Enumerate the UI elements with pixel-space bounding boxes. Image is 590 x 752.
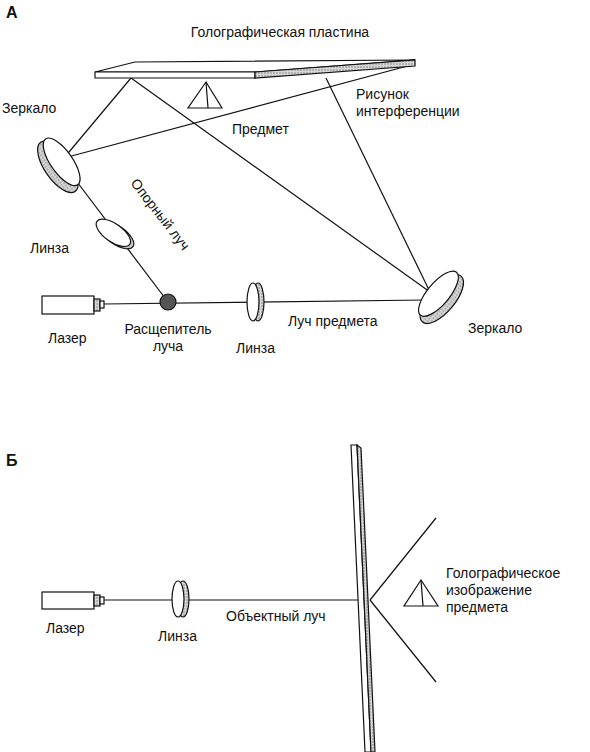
holographic-image-pyramid [404,580,438,606]
laser-aperture [100,301,104,308]
mirror-face [412,265,465,322]
mirror-face [37,133,87,191]
mirror-label: Зеркало [2,100,56,117]
laser-label: Лазер [48,330,87,347]
pyramid-edge [421,580,423,606]
laser-aperture [100,597,104,604]
splitter-label: Расщепитель луча [113,321,223,355]
image-label: Голографическое изображение предмета [446,565,582,616]
beam-label: Объектный луч [226,608,326,625]
lens-face [92,214,135,252]
panel-letter: А [6,4,18,21]
pyramid-edge [206,82,208,108]
object-pyramid [188,82,222,108]
lens-label: Линза [30,240,69,257]
beam-label: Опорный луч [124,171,196,257]
lens-face [247,283,259,321]
laser-nozzle [94,595,100,606]
beam-splitter [160,294,176,310]
laser-body [42,296,94,314]
object-label: Предмет [232,121,289,138]
mirror-label: Зеркало [468,320,522,337]
laser-label: Лазер [46,620,85,637]
reference-ray [64,78,131,158]
lens-label: Линза [158,628,197,645]
plate-edge [95,72,255,78]
laser-body [42,592,94,609]
diverging-ray [370,600,436,682]
lens-face [172,581,184,617]
interference-label: Рисунок интерференции [356,86,486,120]
lens-label: Линза [236,340,275,357]
beam-label: Луч предмета [288,313,378,330]
plate-side [255,60,415,78]
panel-letter: Б [6,452,18,469]
laser-nozzle [94,299,100,311]
reference-beam [68,170,168,302]
plate-side [357,445,375,752]
object-beam [104,599,362,600]
plate-label: Голографическая пластина [130,24,430,41]
